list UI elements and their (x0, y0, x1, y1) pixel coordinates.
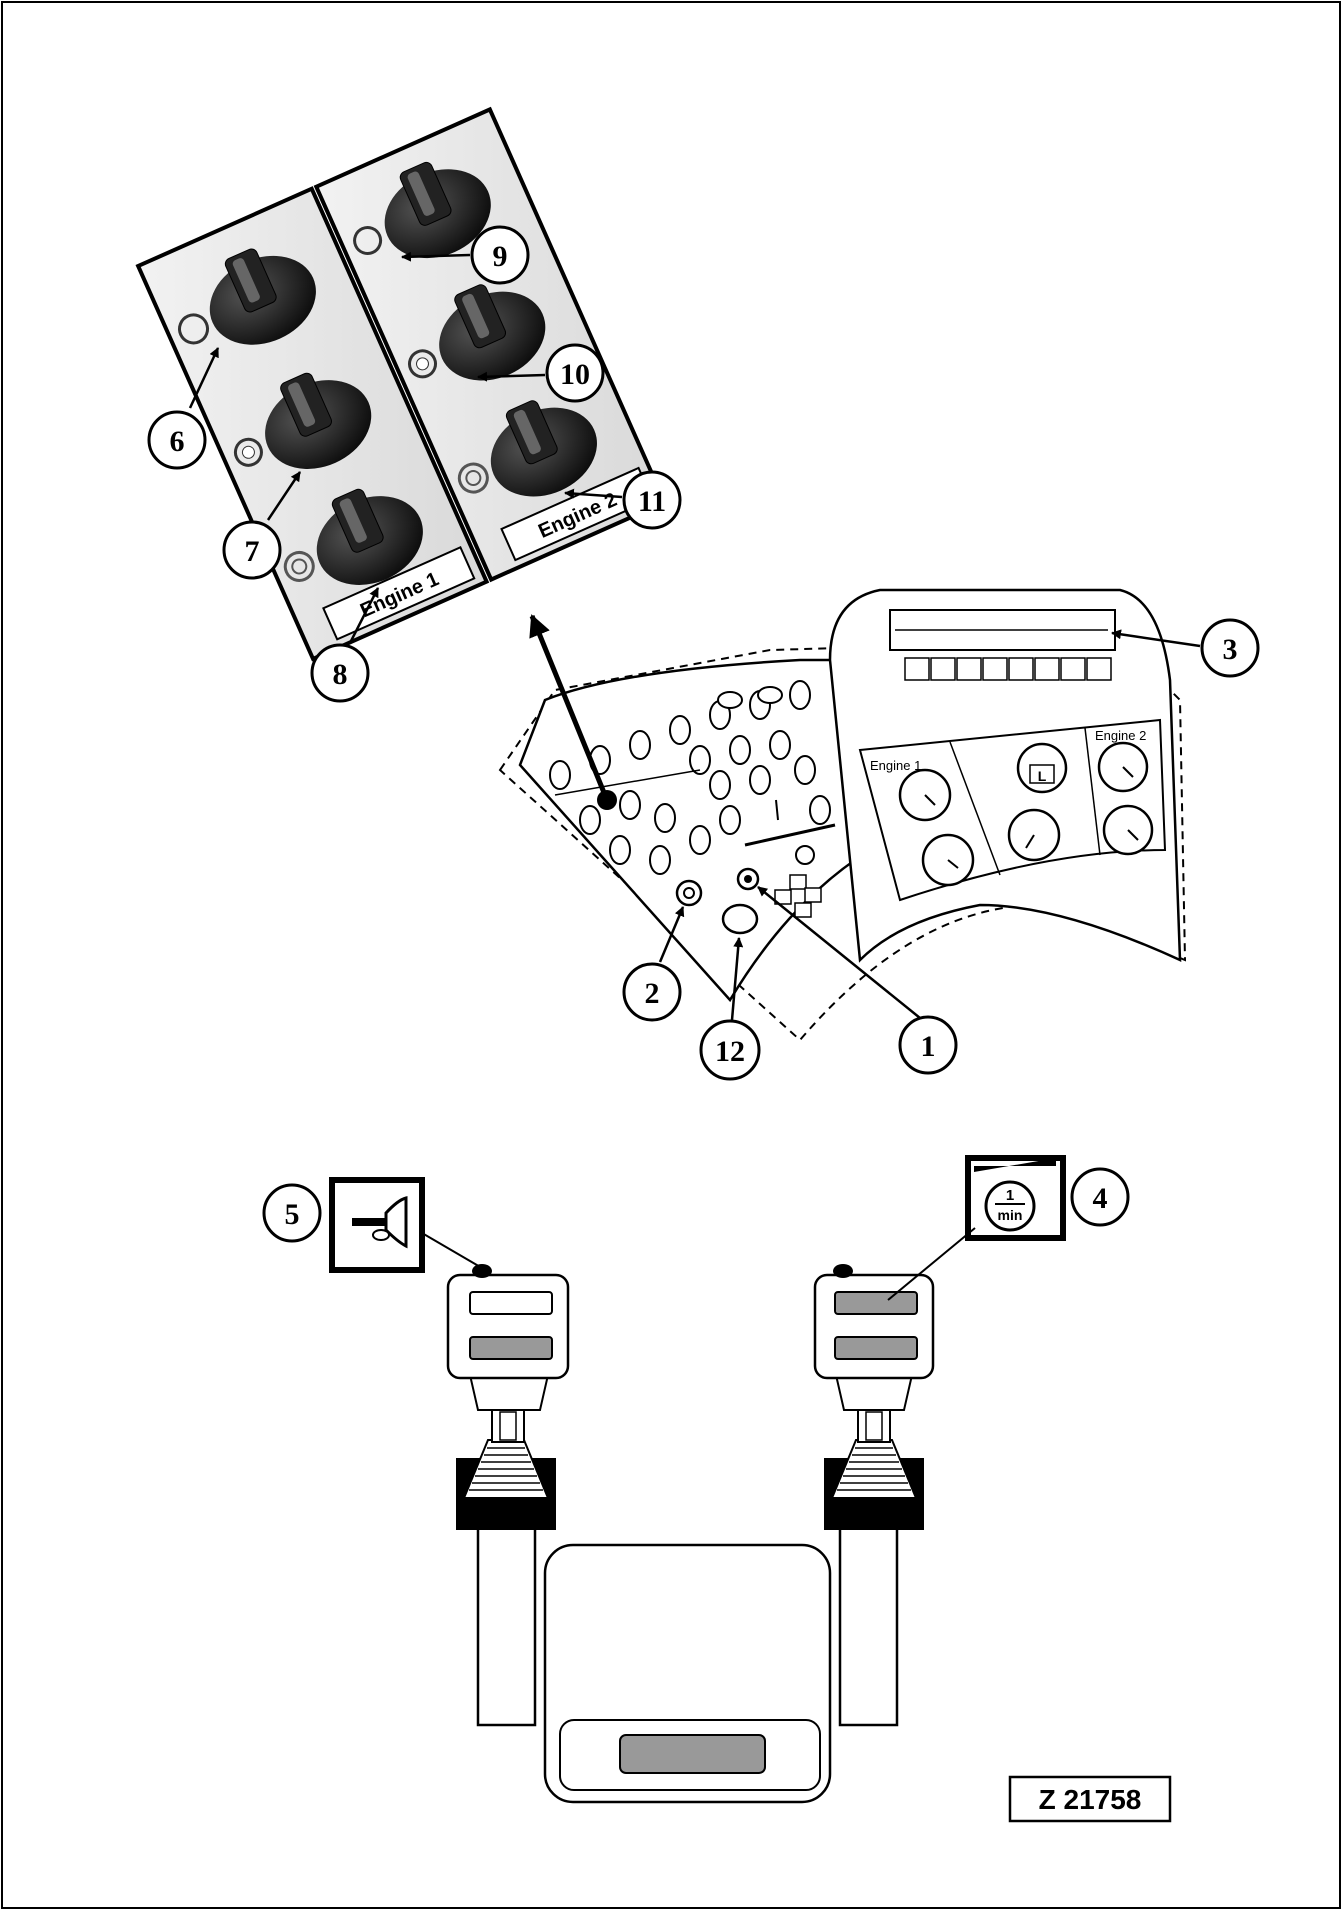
figure-id: Z 21758 (1039, 1784, 1142, 1815)
callout-10-label: 10 (560, 358, 590, 391)
gauge-engine-2-label: Engine 2 (1095, 728, 1146, 743)
gauge-engine-2-upper (1099, 743, 1147, 791)
control-1-knob (738, 869, 758, 889)
gauge-center-lower (1009, 810, 1059, 860)
figure-id-box: Z 21758 (1010, 1777, 1170, 1821)
horn-symbol-box (332, 1180, 422, 1270)
left-joystick-lower-button (470, 1337, 552, 1359)
rpm-numerator: 1 (1006, 1187, 1014, 1204)
gauge-l: L (1018, 744, 1066, 792)
callout-4-label: 4 (1093, 1182, 1108, 1215)
rpm-denominator: min (998, 1207, 1023, 1223)
right-armrest (840, 1510, 897, 1725)
right-joystick-upper-button (835, 1292, 917, 1314)
right-joystick-lower-button (835, 1337, 917, 1359)
seat-panel (620, 1735, 765, 1773)
horn-leader-line (422, 1233, 482, 1268)
control-12-button (723, 905, 757, 933)
callout-1-label: 1 (921, 1030, 936, 1063)
left-joystick-upper-button (470, 1292, 552, 1314)
gauge-engine-1-upper (900, 770, 950, 820)
left-armrest (478, 1510, 535, 1725)
gauge-engine-1-lower (923, 835, 973, 885)
gauge-engine-2-lower (1104, 806, 1152, 854)
callout-5-label: 5 (285, 1198, 300, 1231)
left-joystick (448, 1264, 568, 1530)
right-joystick (815, 1264, 933, 1530)
operator-seat-assembly: 1 min (332, 1158, 1063, 1802)
callout-11-label: 11 (638, 485, 666, 518)
gauge-engine-1-label: Engine 1 (870, 758, 921, 773)
rpm-symbol-box: 1 min (968, 1158, 1063, 1238)
gauge-l-label: L (1038, 768, 1047, 784)
callout-7-label: 7 (245, 535, 260, 568)
callout-2-label: 2 (645, 977, 660, 1010)
callout-8-label: 8 (333, 658, 348, 691)
callout-6-label: 6 (170, 425, 185, 458)
dashboard-console: Engine 1 Engine 2 L (500, 590, 1185, 1040)
left-joystick-horn-button (472, 1264, 492, 1278)
control-2-knob (677, 881, 701, 905)
callout-12-label: 12 (715, 1035, 745, 1068)
callout-3-label: 3 (1223, 633, 1238, 666)
callout-9-label: 9 (493, 240, 508, 273)
rpm-icon: 1 min (986, 1182, 1034, 1230)
